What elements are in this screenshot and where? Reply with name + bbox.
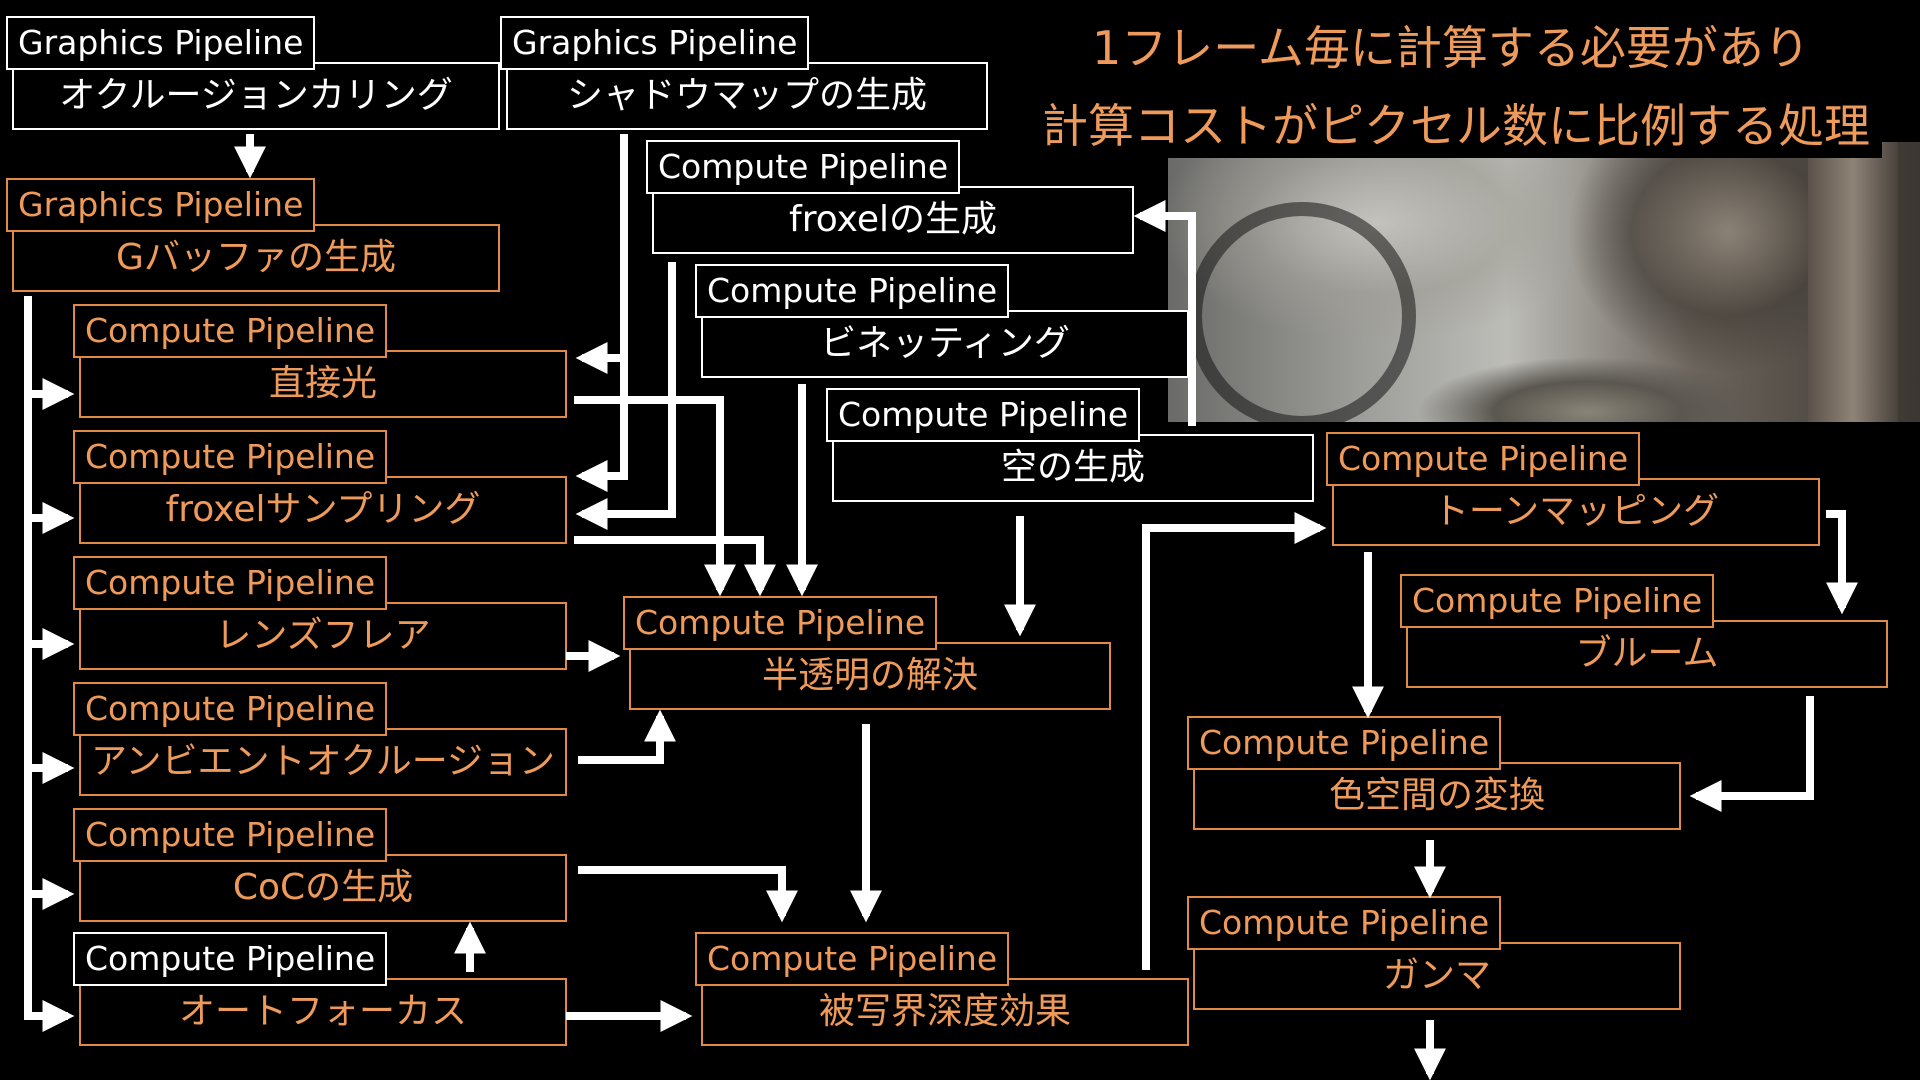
node-label: froxelの生成 <box>652 186 1134 254</box>
pipeline-tag: Graphics Pipeline <box>6 16 316 70</box>
pipeline-tag: Compute Pipeline <box>1400 574 1715 628</box>
pipeline-tag: Compute Pipeline <box>695 264 1010 318</box>
arrow-tonemap-to-bloom <box>1826 510 1858 615</box>
arrow-shadow-to-froxel <box>575 358 628 492</box>
pipeline-tag: Compute Pipeline <box>1326 432 1641 486</box>
pipeline-tag: Compute Pipeline <box>1187 896 1502 950</box>
pipeline-tag: Compute Pipeline <box>73 808 388 862</box>
headline-line-2: 計算コストがピクセル数に比例する処理 <box>1030 88 1882 158</box>
pipeline-tag: Compute Pipeline <box>73 430 388 484</box>
pipeline-tag: Compute Pipeline <box>826 388 1141 442</box>
pipeline-tag: Compute Pipeline <box>73 304 388 358</box>
node-label: ビネッティング <box>701 310 1189 378</box>
chair-silhouette <box>1188 202 1416 422</box>
pipeline-tag: Compute Pipeline <box>623 596 938 650</box>
pipeline-tag: Compute Pipeline <box>646 140 961 194</box>
node-label: オクルージョンカリング <box>12 62 500 130</box>
arrow-shadow-to-direct <box>575 134 628 374</box>
pipeline-tag: Compute Pipeline <box>73 682 388 736</box>
pipeline-tag: Compute Pipeline <box>695 932 1010 986</box>
arrow-trunk-froxel <box>24 394 75 534</box>
arrow-froxelgen-to-sampling <box>575 262 676 530</box>
node-label: 色空間の変換 <box>1193 762 1681 830</box>
arrow-trunk-ao <box>24 644 75 784</box>
pipeline-tag: Graphics Pipeline <box>500 16 810 70</box>
scene-render-image <box>1168 142 1920 422</box>
arrow-froxel-to-translucent <box>574 536 776 597</box>
node-label: 空の生成 <box>832 434 1314 502</box>
headline-line-1: 1フレーム毎に計算する必要があり <box>1080 10 1822 80</box>
node-label: froxelサンプリング <box>79 476 567 544</box>
node-label: トーンマッピング <box>1332 478 1820 546</box>
arrow-trunk-autofocus <box>24 894 75 1032</box>
arrow-trunk-direct <box>24 296 75 410</box>
node-label: CoCの生成 <box>79 854 567 922</box>
node-label: ガンマ <box>1193 942 1681 1010</box>
pipeline-tag: Compute Pipeline <box>1187 716 1502 770</box>
pipeline-tag: Graphics Pipeline <box>6 178 316 232</box>
arrow-bloom-to-colorspace <box>1689 696 1814 812</box>
pipeline-tag: Compute Pipeline <box>73 556 388 610</box>
node-label: シャドウマップの生成 <box>506 62 988 130</box>
node-label: アンビエントオクルージョン <box>79 728 567 796</box>
node-label: オートフォーカス <box>79 978 567 1046</box>
node-label: Gバッファの生成 <box>12 224 500 292</box>
arrow-trunk-coc <box>24 768 75 910</box>
node-label: 被写界深度効果 <box>701 978 1189 1046</box>
arrow-trunk-lensflare <box>24 518 75 660</box>
node-label: 半透明の解決 <box>629 642 1111 710</box>
arrow-ao-to-translucent <box>578 709 676 764</box>
arrow-coc-to-dof <box>578 866 798 923</box>
pipeline-tag: Compute Pipeline <box>73 932 388 986</box>
node-label: レンズフレア <box>79 602 567 670</box>
pillar-silhouette <box>1808 142 1898 422</box>
node-label: 直接光 <box>79 350 567 418</box>
arrow-direct-to-translucent <box>574 396 736 597</box>
node-label: ブルーム <box>1406 620 1888 688</box>
